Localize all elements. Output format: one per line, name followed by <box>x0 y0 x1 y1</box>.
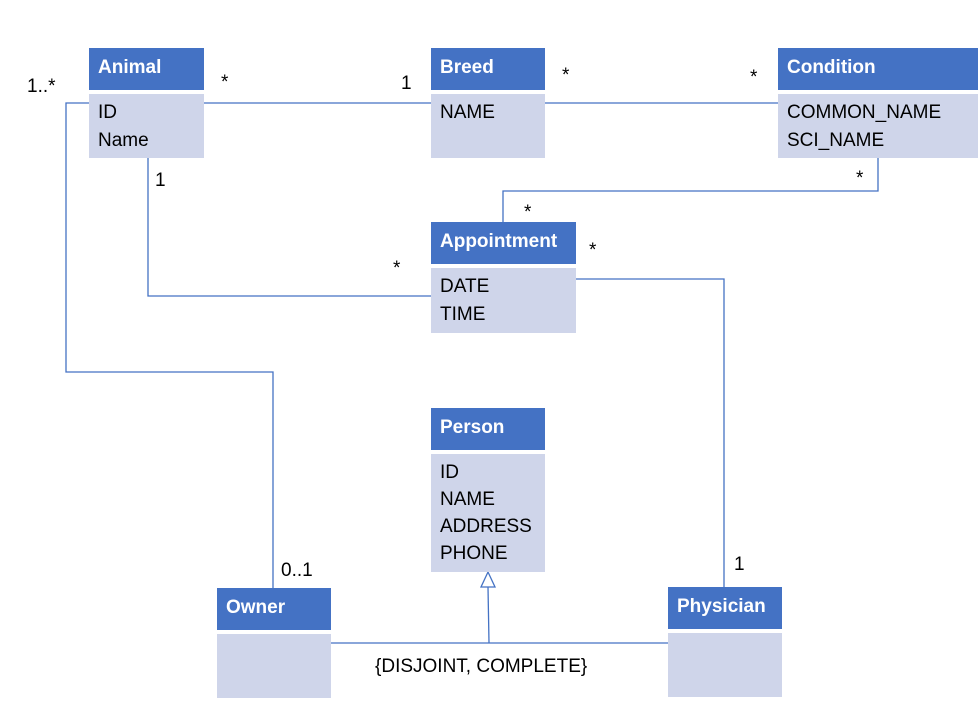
attribute: NAME <box>440 102 495 123</box>
attribute: DATE <box>440 276 490 297</box>
attribute: TIME <box>440 304 486 325</box>
multiplicity-label: 0..1 <box>281 560 313 581</box>
multiplicity-label: 1 <box>734 554 745 575</box>
class-person-attributes: ID NAME ADDRESS PHONE <box>431 454 545 572</box>
attribute: ID <box>98 102 117 123</box>
multiplicity-label: * <box>221 72 229 93</box>
attribute: Name <box>98 130 149 151</box>
multiplicity-label: 1..* <box>27 76 56 97</box>
class-appointment-attributes: DATE TIME <box>431 268 576 333</box>
class-animal-name: Animal <box>89 48 204 90</box>
multiplicity-label: * <box>393 258 401 279</box>
class-owner-name: Owner <box>217 588 331 630</box>
assoc-animal-appointment <box>147 158 431 297</box>
attribute: PHONE <box>440 543 508 564</box>
multiplicity-label: * <box>589 240 597 261</box>
generalization-constraint: {DISJOINT, COMPLETE} <box>375 656 588 677</box>
class-owner[interactable]: Owner <box>217 588 331 698</box>
multiplicity-label: 1 <box>401 73 412 94</box>
generalization-arrowhead <box>479 570 497 588</box>
multiplicity-label: * <box>524 202 532 223</box>
multiplicity-label: * <box>856 168 864 189</box>
class-condition[interactable]: Condition COMMON_NAME SCI_NAME <box>778 48 978 158</box>
class-owner-attributes <box>217 634 331 698</box>
attribute: ID <box>440 462 459 483</box>
assoc-condition-appointment <box>502 158 879 224</box>
generalization-stem <box>487 586 490 644</box>
class-breed[interactable]: Breed NAME <box>431 48 545 158</box>
attribute: NAME <box>440 489 495 510</box>
class-physician-attributes <box>668 633 782 697</box>
class-breed-name: Breed <box>431 48 545 90</box>
class-physician-name: Physician <box>668 587 782 629</box>
class-condition-name: Condition <box>778 48 978 90</box>
class-person-name: Person <box>431 408 545 450</box>
class-animal-attributes: ID Name <box>89 94 204 158</box>
attribute: COMMON_NAME <box>787 102 942 123</box>
multiplicity-label: 1 <box>155 170 166 191</box>
class-person[interactable]: Person ID NAME ADDRESS PHONE <box>431 408 545 572</box>
class-condition-attributes: COMMON_NAME SCI_NAME <box>778 94 978 158</box>
class-appointment[interactable]: Appointment DATE TIME <box>431 222 576 333</box>
class-physician[interactable]: Physician <box>668 587 782 697</box>
class-appointment-name: Appointment <box>431 222 576 264</box>
attribute: ADDRESS <box>440 516 532 537</box>
multiplicity-label: * <box>750 67 758 88</box>
attribute: SCI_NAME <box>787 130 885 151</box>
assoc-appointment-physician <box>576 278 725 589</box>
assoc-animal-owner <box>65 102 274 589</box>
multiplicity-label: * <box>562 65 570 86</box>
class-animal[interactable]: Animal ID Name <box>89 48 204 158</box>
class-breed-attributes: NAME <box>431 94 545 158</box>
